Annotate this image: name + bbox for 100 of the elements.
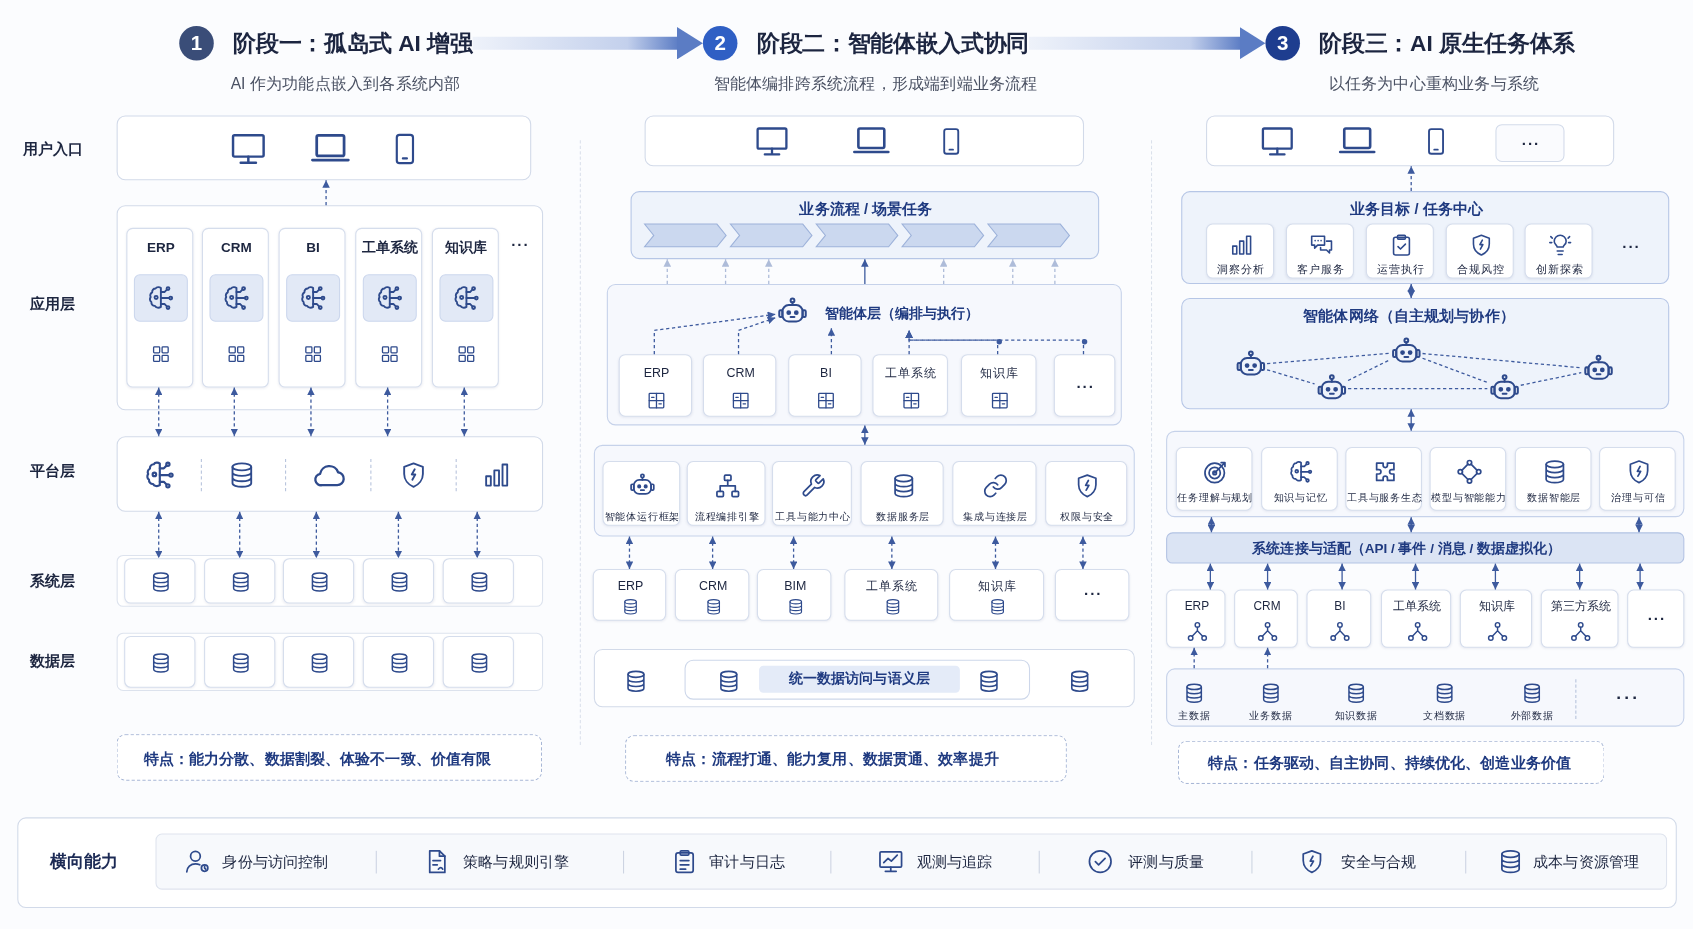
card-label: 模型与智能能力	[1431, 491, 1507, 504]
capability-card	[1514, 447, 1592, 511]
arrow	[721, 258, 730, 285]
app-card	[201, 227, 269, 388]
arrow	[1407, 408, 1415, 432]
arrow	[394, 511, 403, 559]
card-label: 工单系统	[1393, 599, 1441, 614]
ellipsis: ···	[511, 236, 530, 255]
agent-card	[960, 354, 1037, 417]
ellipsis: ···	[1521, 134, 1541, 153]
card-label: 流程编排引擎	[694, 509, 760, 523]
capability-card	[1261, 447, 1338, 511]
card-label: BI	[1334, 599, 1346, 614]
card-label: BIM	[784, 578, 807, 594]
connector-line	[1347, 359, 1390, 382]
arrow	[1190, 647, 1198, 669]
card-label: CRM	[1253, 599, 1281, 614]
task-card	[1524, 223, 1593, 279]
capability-card	[1045, 461, 1128, 526]
capability-card	[952, 461, 1037, 526]
card-label: 智能体运行框架	[604, 509, 681, 523]
capability-box	[1166, 430, 1685, 518]
stage-title: 阶段三：AI 原生任务体系	[1319, 29, 1576, 58]
layer-box	[116, 205, 544, 411]
card-label: 知识库	[1479, 599, 1515, 614]
system-box	[674, 569, 750, 621]
system-box	[1459, 589, 1533, 648]
data-box	[442, 635, 514, 688]
app-card	[431, 227, 499, 388]
row-label: 系统层	[30, 571, 76, 590]
capability-strip	[155, 833, 1668, 890]
card-label: 知识与记忆	[1273, 491, 1328, 504]
ellipsis: ···	[1616, 687, 1641, 708]
card-label: ERP	[147, 240, 175, 257]
stage-subtitle: AI 作为功能点嵌入到各系统内部	[230, 74, 461, 94]
card-label: CRM	[699, 578, 728, 594]
capability-card	[1599, 447, 1676, 511]
arrow	[1407, 516, 1415, 533]
system-box	[592, 569, 667, 621]
feature-box	[116, 734, 542, 781]
card-label: ERP	[643, 366, 670, 382]
system-box	[844, 569, 939, 621]
task-center-box	[1181, 191, 1670, 284]
platform-box	[116, 436, 544, 512]
arrow	[1009, 258, 1017, 285]
arrow	[991, 535, 1000, 570]
stage-arrow	[1028, 30, 1266, 57]
device-panel	[644, 115, 1085, 167]
arrow	[1407, 165, 1415, 192]
data-box	[204, 635, 276, 688]
card-label: 工单系统	[866, 578, 919, 594]
step-number-circle: 3	[1265, 25, 1300, 61]
card-label: 数据智能层	[1527, 491, 1582, 504]
card-label: 第三方系统	[1551, 599, 1611, 614]
connector-line	[1266, 352, 1390, 365]
box-heading: 业务目标 / 任务中心	[1350, 200, 1484, 219]
item-label: 成本与资源管理	[1533, 853, 1639, 872]
system-box	[1627, 589, 1685, 648]
box-heading: 系统连接与适配（API / 事件 / 消息 / 数据虚拟化）	[1252, 540, 1562, 558]
card-label: CRM	[221, 240, 252, 257]
box-heading: 业务流程 / 场景任务	[799, 200, 933, 219]
feature-text: 特点：能力分散、数据割裂、体验不一致、价值有限	[143, 749, 492, 769]
agent-layer-box	[606, 283, 1122, 426]
capability-card	[1345, 447, 1422, 511]
card-label: 工单系统	[361, 240, 418, 257]
card-label: 洞察分析	[1217, 262, 1265, 276]
card-label: BI	[820, 366, 832, 382]
data-box	[362, 635, 435, 688]
app-card	[355, 227, 423, 388]
card-label: 客户服务	[1297, 262, 1345, 276]
card-label: 数据服务层	[876, 509, 931, 523]
feature-box	[625, 735, 1067, 782]
capability-card	[686, 461, 766, 526]
stage-subtitle: 智能体编排跨系统流程，形成端到端业务流程	[713, 74, 1038, 94]
card-label: 运营执行	[1377, 262, 1425, 276]
capability-card	[860, 461, 944, 526]
capability-card	[772, 461, 852, 526]
arrow	[708, 535, 717, 570]
row-label: 应用层	[30, 295, 76, 314]
arrow	[235, 511, 244, 559]
arrow	[307, 386, 315, 437]
row-label: 数据层	[30, 651, 76, 670]
data-source-box	[1166, 668, 1685, 727]
arrow	[1407, 283, 1415, 299]
item-label: 文档数据	[1423, 709, 1467, 722]
connector-bar	[1166, 532, 1685, 564]
stage-arrow	[472, 30, 703, 57]
arrow	[1411, 562, 1420, 591]
item-label: 观测与追踪	[916, 853, 993, 872]
data-box	[282, 635, 355, 688]
arrow	[230, 386, 239, 437]
app-card	[278, 227, 346, 388]
connector-line	[1266, 369, 1316, 385]
arrow	[653, 311, 776, 355]
card-label: ERP	[1184, 599, 1210, 614]
arrow	[473, 511, 481, 559]
capability-card	[1429, 447, 1507, 511]
device-panel	[116, 115, 532, 181]
system-box	[1234, 589, 1298, 648]
item-label: 策略与规则引擎	[463, 853, 569, 872]
